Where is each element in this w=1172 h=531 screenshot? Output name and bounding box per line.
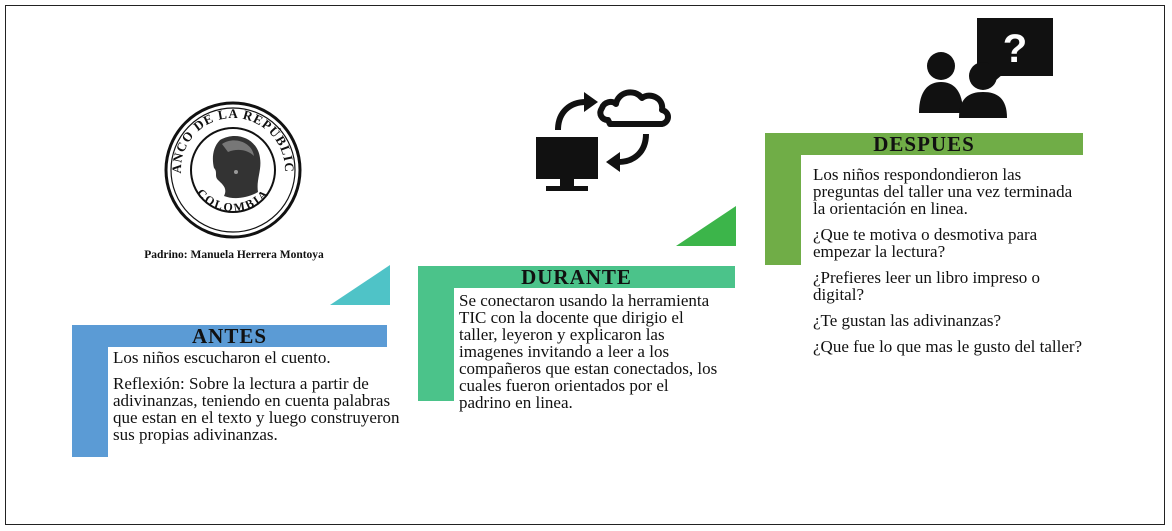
despues-question: ¿Que fue lo que mas le gusto del taller? bbox=[813, 337, 1083, 356]
durante-top-bar bbox=[418, 266, 735, 288]
despues-question: ¿Que te motiva o desmotiva para empezar … bbox=[813, 225, 1038, 261]
people-question-icon: ? bbox=[915, 18, 1060, 123]
despues-question: ¿Te gustan las adivinanzas? bbox=[813, 311, 1002, 330]
antes-top-bar bbox=[72, 325, 387, 347]
antes-paragraph: Reflexión: Sobre la lectura a partir de … bbox=[113, 374, 400, 444]
antes-side-bar bbox=[72, 325, 108, 457]
despues-title: DESPUES bbox=[873, 132, 975, 156]
banco-republica-logo: BANCO DE LA REPÚBLICA COLOMBIA bbox=[143, 88, 318, 240]
antes-body: Los niños escucharon el cuento. Reflexió… bbox=[113, 349, 413, 452]
durante-paragraph: Se conectaron usando la herramienta TIC … bbox=[459, 291, 718, 412]
despues-side-bar bbox=[765, 133, 801, 265]
padrino-caption: Padrino: Manuela Herrera Montoya bbox=[144, 249, 324, 261]
despues-question: ¿Prefieres leer un libro impreso o digit… bbox=[813, 268, 1041, 304]
durante-side-bar bbox=[418, 266, 454, 401]
computer-cloud-sync-icon bbox=[530, 82, 700, 207]
durante-body: Se conectaron usando la herramienta TIC … bbox=[459, 292, 724, 420]
despues-body: Los niños respondondieron las preguntas … bbox=[813, 166, 1083, 364]
diagram-frame bbox=[5, 5, 1165, 525]
antes-paragraph: Los niños escucharon el cuento. bbox=[113, 348, 331, 367]
despues-paragraph: Los niños respondondieron las preguntas … bbox=[813, 165, 1073, 218]
despues-top-bar bbox=[765, 133, 1083, 155]
antes-title: ANTES bbox=[191, 324, 268, 348]
svg-text:?: ? bbox=[1003, 27, 1027, 71]
durante-title: DURANTE bbox=[521, 265, 632, 289]
antes-connector-triangle bbox=[330, 265, 390, 305]
durante-connector-triangle bbox=[676, 206, 736, 246]
